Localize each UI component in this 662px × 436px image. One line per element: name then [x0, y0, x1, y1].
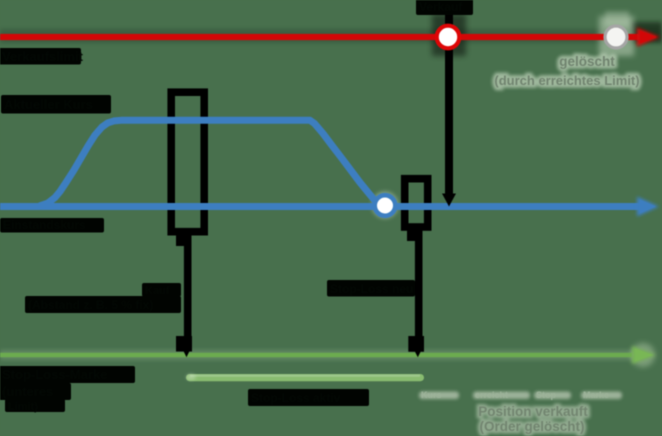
svg-text:(unteres: (unteres: [2, 384, 53, 399]
svg-text:Verkauf: Verkauf: [419, 0, 463, 14]
svg-text:Marke: Marke: [583, 390, 609, 400]
svg-text:Kauf: Kauf: [145, 285, 170, 297]
svg-text:(Order gelöscht): (Order gelöscht): [479, 419, 584, 434]
svg-text:Position verkauft: Position verkauft: [478, 404, 588, 419]
svg-text:gelöscht: gelöscht: [559, 54, 615, 69]
svg-text:Stop: Stop: [536, 390, 556, 400]
svg-text:Limit): Limit): [8, 401, 38, 413]
svg-text:Einstandskurs: Einstandskurs: [3, 218, 86, 232]
svg-text:(durch erreichtes Limit): (durch erreichtes Limit): [494, 73, 639, 88]
svg-text:(durch erreichtes Limit): (durch erreichtes Limit): [494, 73, 639, 88]
svg-text:(Order gelöscht): (Order gelöscht): [479, 419, 584, 434]
svg-text:Kurs: Kurs: [421, 390, 442, 400]
svg-text:(Abstand z. B. 5 % fix): (Abstand z. B. 5 % fix): [28, 298, 153, 312]
svg-text:gelöscht: gelöscht: [559, 54, 615, 69]
svg-text:Stop-Loss-Marke: Stop-Loss-Marke: [2, 367, 107, 382]
svg-text:Position verkauft: Position verkauft: [478, 404, 588, 419]
svg-text:Stop-Loss neu: Stop-Loss neu: [330, 282, 413, 296]
svg-text:erreicht: erreicht: [475, 390, 508, 400]
svg-text:Verkaufslimit: Verkaufslimit: [2, 49, 84, 64]
svg-text:Aktueller Kurs: Aktueller Kurs: [4, 97, 93, 112]
svg-text:Stop-Loss aktiv: Stop-Loss aktiv: [251, 391, 341, 405]
